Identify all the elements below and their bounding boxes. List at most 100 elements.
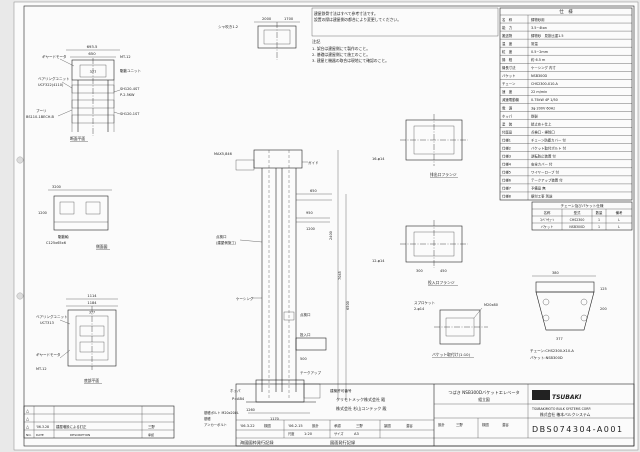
rev-no: △ [26, 408, 30, 413]
dim-side-top: 3200 [52, 185, 61, 189]
label-bolt-count: 16-φ14 [372, 157, 385, 161]
spec-key: 揚 程 [502, 57, 513, 62]
chain-td: バケット [541, 224, 554, 229]
label-ch-steel: C125x65x6 [46, 241, 66, 245]
label-geared-motor: ギヤードモータ [42, 54, 67, 59]
rev-th: DATE [36, 433, 44, 437]
spec-key: 付属品 [502, 129, 513, 134]
role-check-2: 検図 [482, 422, 489, 427]
dim-bucket-h: 200 [600, 307, 607, 311]
label-height: MAX5,846 [214, 152, 232, 156]
label-bearing-code: UCF322(4110) [38, 83, 64, 87]
chain-td: 1 [598, 218, 600, 222]
scale-label: 尺度 [288, 431, 295, 436]
label-motor-code: SH120-4ST [120, 87, 140, 91]
note-line: 建屋鉄骨寸法はすべて参考寸法です。 [314, 11, 378, 16]
label-inspection-2: 点検口 [300, 312, 311, 317]
label-guide: ガイド [308, 160, 319, 165]
spec-value: 3.5~4ton [531, 26, 547, 30]
dim-mid2: 950 [306, 211, 313, 215]
label-bolt-note: 基礎ボルト M20x200L [204, 410, 239, 415]
spec-value: 鋳物砂用 [531, 17, 545, 22]
spec-value: ワイヤーロープ 付 [531, 170, 560, 175]
spec-value: ケーシング 内寸 [531, 65, 556, 70]
view-chain-bucket: 380 200 125 377 チェーン:CHS2300-X10-A バケット:… [530, 271, 607, 360]
view-discharge-flange: 16-φ14 排出口フランジ [372, 114, 468, 178]
view-title-side: 側面図 [96, 244, 108, 249]
dim-mid1: 650 [310, 189, 317, 193]
label-shaft: 駆動軸 [58, 234, 69, 239]
spec-key: 名 称 [502, 17, 513, 22]
label-bearing-unit-bottom: ベアリングユニット [36, 314, 68, 319]
spec-key: 機長寸法 [502, 65, 516, 70]
label-pulley-code: BS110-1BECH-B [26, 115, 55, 119]
dim-bp-w3: 377 [89, 311, 95, 315]
logo-mark-icon [532, 390, 550, 400]
spec-value: 鋳物砂 見掛比重1.5 [531, 33, 564, 38]
label-anchor-note: (建屋側施工) [216, 240, 237, 245]
company-jp: 株式会社 椿本バルクシステム [540, 412, 591, 417]
rev-th: 承認 [148, 432, 154, 437]
dim-gap: 500 [300, 357, 307, 361]
label-sprocket: スプロケット [414, 300, 435, 305]
dim-bucket-w: 380 [552, 271, 559, 275]
name-1b: 三野 [456, 422, 463, 427]
note-line: 設置の際は建屋側の都合により変更してください。 [314, 17, 401, 22]
label-mt-bottom: MT-12 [36, 367, 47, 371]
dim-flange-h: 450 [440, 269, 447, 273]
rev-th: DESCRIPTION [70, 433, 90, 437]
view-title-top-plan: 断面平面 [70, 136, 85, 141]
label-bolt-spec: M20x80 [484, 303, 498, 307]
label-bearing-code2: UCT313 [40, 321, 54, 325]
spec-value: 逆転防止装置 付 [531, 154, 556, 159]
dim-height-sub: 2400 [329, 231, 333, 240]
spec-key: 搬送物 [502, 33, 513, 38]
size-label: サイズ [334, 431, 344, 436]
size: A3 [354, 432, 359, 436]
dim-top-w1: 693.5 [87, 44, 98, 49]
rev-no: △ [26, 424, 30, 429]
label-pulley: プーリ [36, 108, 47, 113]
binder-hole [16, 156, 24, 164]
dim-height-main: 6500 [346, 301, 350, 310]
spec-key: 仕様5 [502, 170, 511, 175]
spec-value: 0.5~2mm [531, 50, 549, 54]
dim-chain-w: 377 [556, 337, 563, 341]
name-2: 濃谷 [406, 423, 413, 428]
spec-key: 仕様1 [502, 137, 511, 142]
spec-key: 速 度 [502, 89, 513, 94]
company-logo: TSUBAKI [532, 390, 582, 401]
customer-2: 株式会社 杉山コンテック 殿 [336, 405, 387, 411]
dim-height-total: 7045 [338, 271, 342, 280]
scale: 1:20 [304, 432, 313, 436]
role-draw: 製図 [384, 423, 391, 428]
revision-table: △ △ △ '06.3.28 建屋増設による訂正 三野 NO. DATE DES… [23, 405, 175, 439]
view-bottom-plan: 1114 1184 377 ベアリングユニット UCT313 ギヤードモータ M… [36, 294, 118, 384]
rev-appr: 三野 [148, 424, 155, 429]
issue-record-2: 図面発行記録 [330, 439, 356, 446]
spec-value: 予備品 無 [531, 186, 546, 191]
spec-key: 仕様6 [502, 178, 511, 183]
spec-value: 約 6.5 m [531, 57, 546, 62]
spec-value: チェーン防塵カバー 付 [531, 137, 566, 142]
spec-key: チェーン [502, 81, 516, 86]
chain-label-1: チェーン:CHS2300-X10-A [530, 348, 574, 353]
spec-value: 点検口・掃除口 [531, 129, 555, 134]
chain-label-2: バケット:NSB300D [530, 355, 563, 360]
date-2: '06.2.15 [288, 424, 303, 428]
view-title-flange: 排出口フランジ [430, 172, 457, 177]
spec-value: 据付工事 別途 [531, 194, 553, 199]
dim-foot2: 1170 [270, 417, 279, 421]
label-motor-code2: SH120-1ST [120, 112, 140, 116]
rev-no: △ [26, 416, 30, 421]
dim-bp-w1: 1114 [87, 294, 97, 298]
spec-value: 錆止め＋仕上 [531, 121, 552, 126]
spec-key: 仕様3 [502, 154, 511, 159]
name-1: 三野 [356, 423, 363, 428]
chain-th: 数量 [596, 210, 603, 215]
chain-td: L [618, 225, 620, 229]
rev-desc: 建屋増設による訂正 [56, 424, 87, 429]
dim-pitch: 125 [600, 287, 607, 291]
